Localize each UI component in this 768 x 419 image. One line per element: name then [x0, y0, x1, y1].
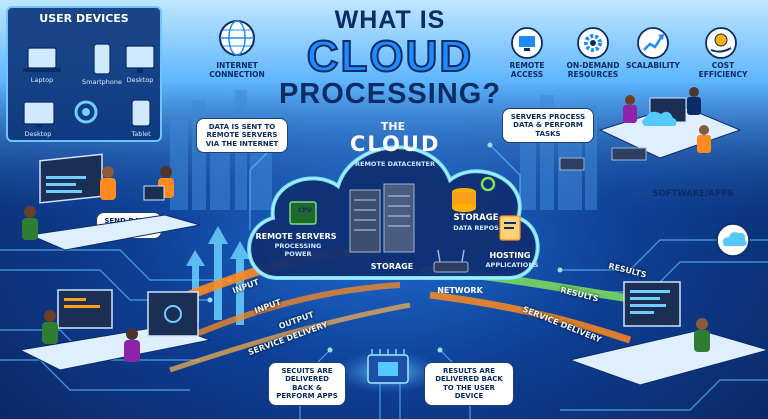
- smartphone-icon: [93, 43, 111, 75]
- storage-lower-label: STORAGE: [370, 262, 414, 271]
- output-stream: [168, 282, 401, 348]
- device-label-desktop: Desktop: [126, 76, 154, 84]
- title-line-2: CLOUD: [306, 31, 474, 82]
- cost-efficiency-label: COST EFFICIENCY: [698, 61, 748, 79]
- desktop-icon: [23, 101, 55, 127]
- service-delivery-left-stream: [169, 302, 411, 373]
- cloud-name-label: CLOUD: [350, 132, 441, 156]
- storage-label: STORAGE: [453, 213, 499, 223]
- sync-gear-icon: [74, 100, 98, 124]
- laptop-workstation-icon: [22, 153, 201, 251]
- cpu-chip-icon: [289, 201, 317, 225]
- results-back-bubble: RESULTS ARE DELIVERED BACK TO THE USER D…: [424, 362, 514, 406]
- internet-connection-label: INTERNET CONNECTION: [209, 61, 265, 79]
- processor-chip-icon: [367, 349, 409, 384]
- device-label-smartphone: Smartphone: [81, 78, 122, 86]
- remote-access-icon: [511, 27, 543, 59]
- network-label: NETWORK: [437, 286, 483, 295]
- tablet-icon: [131, 99, 151, 127]
- title-line-3: PROCESSING?: [278, 78, 502, 110]
- laptop-icon: [23, 47, 61, 72]
- software-apps-label: SOFTWARE/APPS: [652, 189, 734, 199]
- remote-servers-label: REMOTE SERVERS: [255, 232, 337, 241]
- cloud-subtitle-label: REMOTE DATACENTER: [355, 160, 435, 168]
- user-devices-panel: USER DEVICES: [6, 6, 162, 142]
- hosting-label: HOSTING: [489, 251, 531, 260]
- device-label-desktop-2: Desktop: [24, 130, 52, 138]
- desktop-workstation-icon: [18, 289, 212, 371]
- processing-power-label: PROCESSING POWER: [274, 242, 322, 258]
- globe-icon: [219, 20, 255, 56]
- results-workstation-icon: [568, 281, 768, 386]
- scalability-label: SCALABILITY: [626, 61, 680, 70]
- data-sent-bubble: DATA IS SENT TO REMOTE SERVERS VIA THE I…: [196, 118, 288, 154]
- cpu-label: CPU: [298, 207, 312, 214]
- service-delivery-right-stream: [429, 291, 632, 344]
- desktop-icon: [125, 45, 155, 73]
- servers-process-bubble: SERVERS PROCESS DATA & PERFORM TASKS: [502, 108, 594, 144]
- on-demand-resources-label: ON-DEMAND RESOURCES: [566, 61, 620, 79]
- coin-hand-icon: [705, 27, 737, 59]
- data-repos-label: DATA REPOS: [453, 224, 499, 232]
- scalability-chart-icon: [637, 27, 669, 59]
- office-platform-icon: [559, 87, 742, 171]
- title-block: WHAT IS: [290, 6, 490, 35]
- cloud-datacenter: [247, 145, 540, 280]
- network-router-icon: [433, 249, 469, 273]
- server-rack-icon: [349, 183, 415, 253]
- applications-label: APPLICATIONS: [485, 261, 539, 269]
- remote-access-label: REMOTE ACCESS: [509, 61, 545, 79]
- user-devices-title: USER DEVICES: [39, 12, 129, 25]
- storage-database-icon: [452, 176, 496, 212]
- cloud-upload-icon: [716, 223, 750, 257]
- hosting-file-icon: [499, 215, 521, 241]
- secuits-bubble: SECUITS ARE DELIVERED BACK & PERFORM APP…: [268, 362, 346, 406]
- cloud-the-label: THE: [380, 120, 406, 133]
- device-label-tablet: Tablet: [131, 130, 151, 138]
- title-line-1: WHAT IS: [334, 6, 446, 34]
- gear-icon: [577, 27, 609, 59]
- device-label-laptop: Laptop: [30, 76, 54, 84]
